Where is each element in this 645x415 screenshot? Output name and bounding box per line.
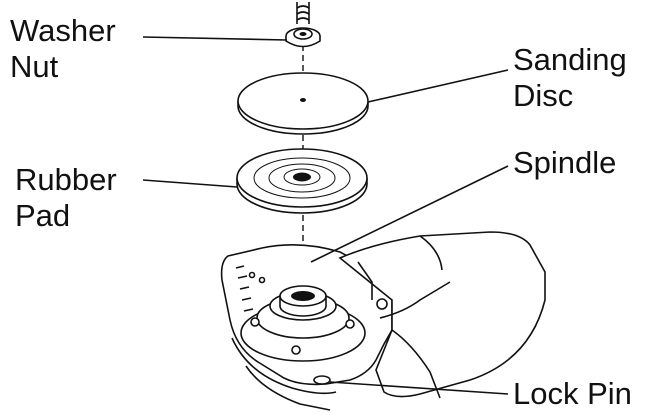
sanding-disc-part — [237, 72, 369, 135]
washer-nut-label: Washer Nut — [10, 13, 116, 85]
rubber-pad-label-line2: Pad — [15, 198, 71, 233]
rubber-pad-label-line1: Rubber — [15, 162, 117, 197]
spindle-leader-line — [310, 165, 509, 263]
washer-nut-part — [285, 2, 321, 48]
sanding-disc-leader-line — [367, 69, 509, 103]
sanding-disc-label-line1: Sanding — [513, 42, 627, 77]
spindle-label: Spindle — [513, 145, 617, 180]
sanding-disc-label: Sanding Disc — [513, 42, 627, 114]
lock-pin-leader-line — [329, 381, 509, 395]
washer-nut-label-line1: Washer — [10, 13, 116, 48]
lock-pin-part — [313, 375, 331, 385]
rubber-pad-label: Rubber Pad — [15, 162, 117, 234]
rubber-pad-leader-line — [142, 179, 238, 188]
washer-nut-leader-line — [142, 36, 288, 41]
rubber-pad-part — [236, 148, 368, 214]
sanding-disc-label-line2: Disc — [513, 78, 574, 113]
washer-nut-label-line2: Nut — [10, 49, 59, 84]
lock-pin-label: Lock Pin — [513, 376, 632, 411]
grinder-body — [220, 231, 546, 411]
